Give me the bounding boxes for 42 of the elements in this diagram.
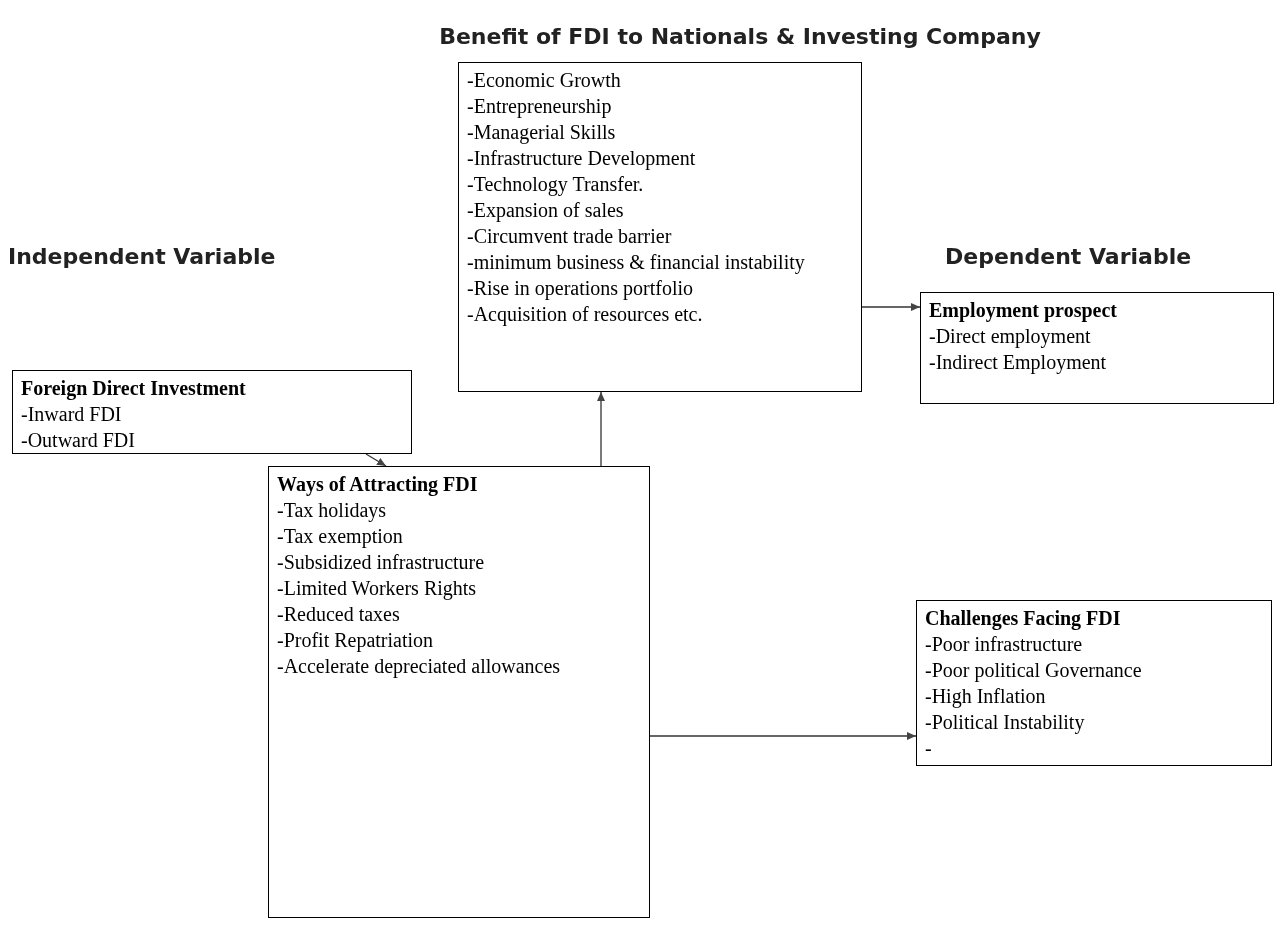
list-item: -Indirect Employment xyxy=(929,350,1108,375)
box-heading: Employment prospect xyxy=(929,298,1118,323)
list-item: -Poor infrastructure xyxy=(925,632,1084,657)
list-item: -Profit Repatriation xyxy=(277,628,435,653)
list-item: -Outward FDI xyxy=(21,428,136,453)
text-box xyxy=(458,62,862,392)
list-item: -Tax exemption xyxy=(277,524,404,549)
list-item: -Poor political Governance xyxy=(925,658,1143,683)
list-item: -Circumvent trade barrier xyxy=(467,224,673,249)
list-item: -Expansion of sales xyxy=(467,198,625,223)
list-item: -Rise in operations portfolio xyxy=(467,276,695,301)
list-item: -High Inflation xyxy=(925,684,1047,709)
list-item: -Infrastructure Development xyxy=(467,146,697,171)
list-item: -Limited Workers Rights xyxy=(277,576,478,601)
list-item: - xyxy=(925,736,933,761)
arrow xyxy=(649,732,917,740)
list-item: -Economic Growth xyxy=(467,68,622,93)
diagram-title: Benefit of FDI to Nationals & Investing Company xyxy=(438,23,1042,51)
list-item: -Tax holidays xyxy=(277,498,388,523)
section-label: Dependent Variable xyxy=(945,243,1192,271)
list-item: -minimum business & financial instability xyxy=(467,250,806,275)
box-heading: Ways of Attracting FDI xyxy=(277,472,479,497)
list-item: -Managerial Skills xyxy=(467,120,617,145)
list-item: -Technology Transfer. xyxy=(467,172,645,197)
box-heading: Challenges Facing FDI xyxy=(925,606,1122,631)
box-heading: Foreign Direct Investment xyxy=(21,376,247,401)
text-box xyxy=(920,292,1274,404)
list-item: -Accelerate depreciated allowances xyxy=(277,654,562,679)
text-box xyxy=(268,466,650,918)
list-item: -Subsidized infrastructure xyxy=(277,550,486,575)
text-box xyxy=(916,600,1272,766)
list-item: -Acquisition of resources etc. xyxy=(467,302,704,327)
list-item: -Political Instability xyxy=(925,710,1086,735)
text-box xyxy=(12,370,412,454)
list-item: -Reduced taxes xyxy=(277,602,401,627)
section-label: Independent Variable xyxy=(8,243,276,271)
arrow xyxy=(365,453,387,467)
list-item: -Entrepreneurship xyxy=(467,94,613,119)
arrow xyxy=(861,303,921,311)
arrow xyxy=(597,391,605,467)
list-item: -Direct employment xyxy=(929,324,1092,349)
list-item: -Inward FDI xyxy=(21,402,123,427)
